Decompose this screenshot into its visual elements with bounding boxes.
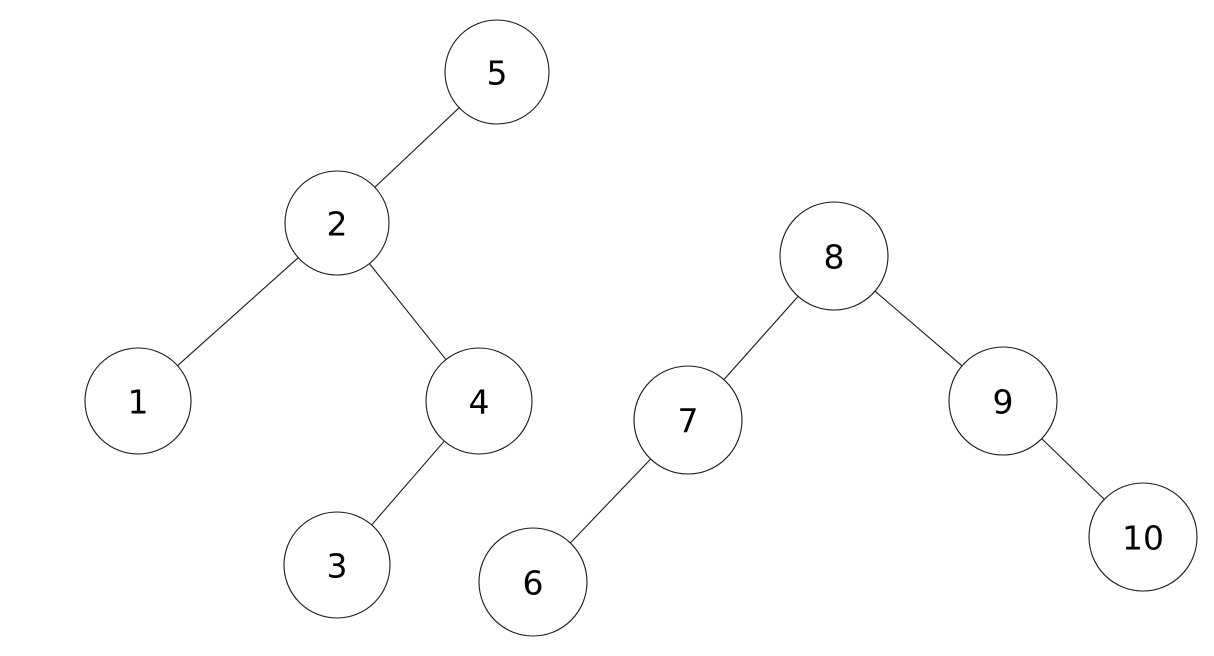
- edge-layer: [177, 107, 1105, 544]
- node-layer: 5 2 1 4 3 8 7 9 6 10: [84, 19, 1198, 637]
- tree-edge: [874, 290, 963, 367]
- node-circle[interactable]: [284, 170, 390, 276]
- tree-node[interactable]: 4: [425, 347, 533, 455]
- tree-node[interactable]: 8: [779, 201, 889, 311]
- node-label: 3: [327, 547, 348, 586]
- node-label: 2: [327, 205, 348, 244]
- tree-node[interactable]: 10: [1088, 482, 1198, 592]
- tree-node[interactable]: 6: [478, 527, 588, 637]
- tree-edge: [1041, 438, 1105, 500]
- node-label: 1: [128, 383, 149, 422]
- tree-node[interactable]: 9: [948, 346, 1058, 456]
- node-circle[interactable]: [633, 365, 743, 475]
- node-label: 9: [993, 383, 1014, 422]
- node-label: 8: [824, 238, 845, 277]
- tree-edge: [374, 107, 460, 188]
- tree-edge: [569, 458, 652, 544]
- node-circle[interactable]: [948, 346, 1058, 456]
- tree-node[interactable]: 5: [444, 19, 550, 125]
- tree-edge: [369, 263, 447, 360]
- tree-edge: [177, 257, 299, 367]
- node-label: 10: [1122, 519, 1164, 558]
- tree-node[interactable]: 7: [633, 365, 743, 475]
- node-label: 5: [487, 54, 508, 93]
- node-circle[interactable]: [478, 527, 588, 637]
- node-circle[interactable]: [425, 347, 533, 455]
- tree-edge: [371, 440, 445, 526]
- tree-node[interactable]: 1: [84, 347, 192, 455]
- node-circle[interactable]: [283, 511, 391, 619]
- tree-node[interactable]: 2: [284, 170, 390, 276]
- node-label: 7: [678, 402, 699, 441]
- node-label: 6: [523, 564, 544, 603]
- node-circle[interactable]: [1088, 482, 1198, 592]
- node-circle[interactable]: [444, 19, 550, 125]
- tree-edge: [723, 295, 799, 381]
- node-circle[interactable]: [84, 347, 192, 455]
- node-circle[interactable]: [779, 201, 889, 311]
- node-label: 4: [469, 383, 490, 422]
- tree-node[interactable]: 3: [283, 511, 391, 619]
